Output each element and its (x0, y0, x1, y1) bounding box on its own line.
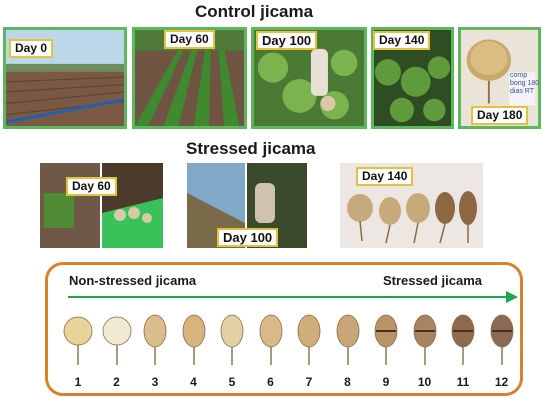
control-day140-label: Day 140 (373, 31, 431, 50)
tuber-8 (332, 309, 364, 367)
tuber-number: 4 (190, 375, 197, 389)
tuber-11 (447, 309, 479, 367)
control-day180-label: Day 180 (471, 106, 529, 125)
control-title: Control jicama (195, 2, 314, 21)
stressed-day140-label: Day 140 (356, 167, 414, 186)
tuber-10 (409, 309, 441, 367)
tuber-7 (293, 309, 325, 367)
control-day100-label: Day 100 (256, 31, 318, 50)
tuber-number: 5 (228, 375, 236, 389)
control-day180-note: comp bong 180 dias RT (510, 72, 540, 95)
non-stressed-label: Non-stressed jicama (69, 273, 197, 288)
tuber-9 (370, 309, 402, 367)
tuber-2 (101, 309, 133, 367)
stressed-day60-label: Day 60 (66, 177, 117, 196)
tuber-number: 3 (151, 375, 159, 389)
tuber-1 (62, 309, 94, 367)
stressed-day60-photo (40, 163, 163, 248)
tuber-3 (139, 309, 171, 367)
tuber-number: 9 (382, 375, 390, 389)
control-day60-label: Day 60 (164, 30, 215, 49)
tuber-5 (216, 309, 248, 367)
tuber-number: 10 (417, 375, 432, 389)
tuber-number: 6 (267, 375, 274, 389)
control-day0-photo (3, 27, 127, 129)
tuber-4 (178, 309, 210, 367)
tuber-12 (486, 309, 518, 367)
tuber-number: 7 (305, 375, 313, 389)
tuber-number: 8 (344, 375, 351, 389)
tuber-number: 11 (456, 375, 470, 389)
gradient-arrow (68, 291, 518, 303)
control-day0-label: Day 0 (9, 39, 54, 58)
stressed-title: Stressed jicama (186, 139, 316, 158)
tuber-6 (255, 309, 287, 367)
tuber-number: 12 (494, 375, 509, 389)
stressed-day100-label: Day 100 (217, 228, 279, 247)
tuber-number: 1 (74, 375, 82, 389)
stressed-label: Stressed jicama (383, 273, 483, 288)
tuber-number: 2 (113, 375, 120, 389)
